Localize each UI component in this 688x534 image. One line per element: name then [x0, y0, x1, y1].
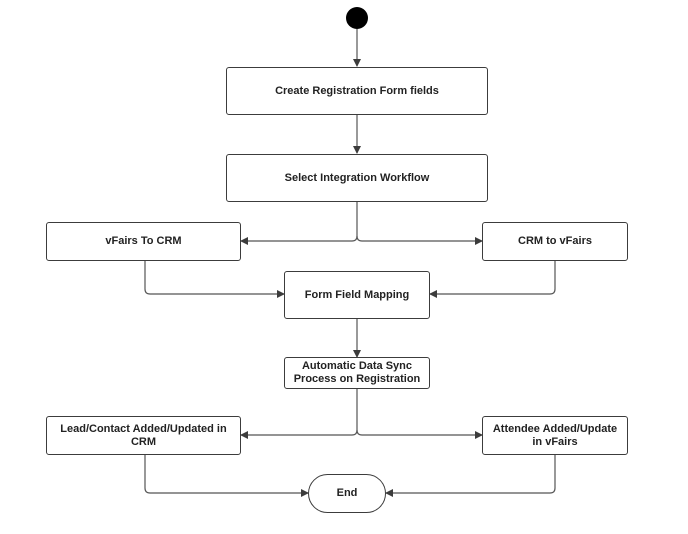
edge-auto-sync-to-attendee-added — [356, 429, 483, 439]
create-registration-form-fields-node: Create Registration Form fields — [226, 67, 488, 115]
select-integration-workflow-node: Select Integration Workflow — [226, 154, 488, 202]
start-node — [346, 7, 368, 29]
edge-crm-to-vfairs-to-field-mapping — [429, 261, 556, 298]
edge-lead-added-to-end — [144, 455, 309, 497]
edge-attendee-added-to-end — [385, 455, 556, 497]
lead-contact-added-node: Lead/Contact Added/Updated in CRM — [46, 416, 241, 455]
form-field-mapping-node: Form Field Mapping — [284, 271, 430, 319]
automatic-data-sync-node: Automatic Data Sync Process on Registrat… — [284, 357, 430, 389]
vfairs-to-crm-node: vFairs To CRM — [46, 222, 241, 261]
edge-select-workflow-to-crm-to-vfairs — [356, 235, 483, 245]
attendee-added-node: Attendee Added/Update in vFairs — [482, 416, 628, 455]
end-node: End — [308, 474, 386, 513]
edge-auto-sync-to-lead-added — [240, 389, 358, 439]
crm-to-vfairs-node: CRM to vFairs — [482, 222, 628, 261]
edge-select-workflow-to-vfairs-to-crm — [240, 202, 358, 245]
edge-vfairs-to-crm-to-field-mapping — [144, 261, 285, 298]
